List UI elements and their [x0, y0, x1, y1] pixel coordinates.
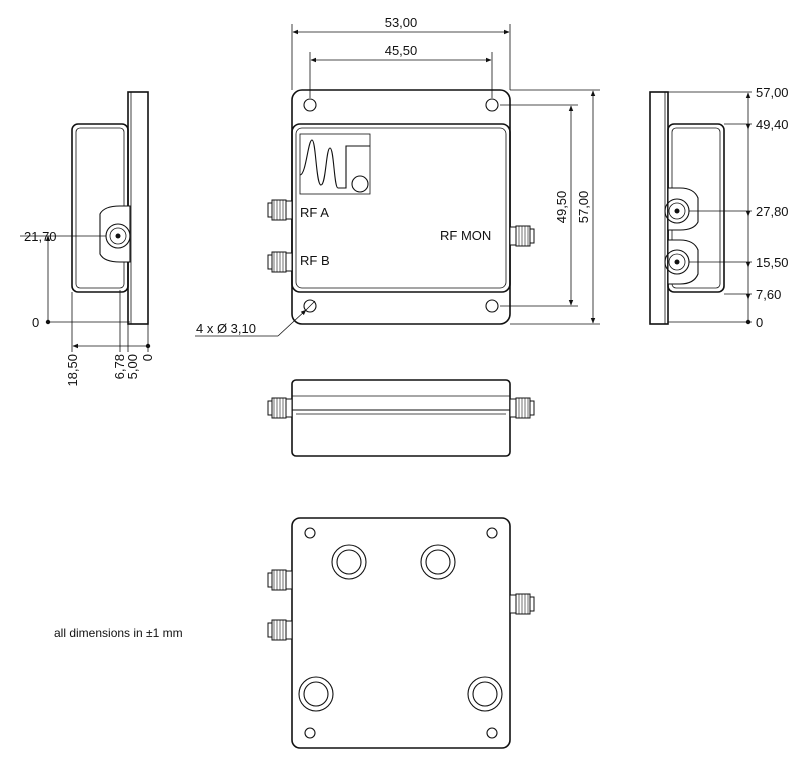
side-left-connector	[267, 397, 293, 419]
mount-hole	[303, 98, 317, 112]
side-view-bottom	[267, 379, 535, 457]
side-right-connector	[509, 397, 535, 419]
back-plate	[291, 517, 511, 749]
dim-right-4: 7,60	[756, 287, 781, 302]
mount-hole	[303, 299, 317, 313]
tolerance-note: all dimensions in ±1 mm	[54, 626, 183, 640]
right-side-view: 57,00 49,40 27,80 15,50 7,60 0	[649, 85, 789, 330]
dim-width-holes: 45,50	[385, 43, 418, 58]
back-boss	[331, 544, 367, 580]
dim-connector-height: 21,70	[24, 229, 57, 244]
mount-hole	[485, 299, 499, 313]
dim-width-outer: 53,00	[385, 15, 418, 30]
left-side-view: 21,70 0 18,50 6,78 5,00 0	[20, 91, 155, 387]
rf-a-connector	[267, 199, 293, 221]
back-connector-b	[267, 619, 293, 641]
brand-logo	[299, 133, 371, 195]
back-boss	[420, 544, 456, 580]
back-connector-mon	[509, 593, 535, 615]
dim-right-5: 0	[756, 315, 763, 330]
dim-right-0: 57,00	[756, 85, 789, 100]
dim-zero-left: 0	[32, 315, 39, 330]
dim-bottom-3: 0	[140, 354, 155, 361]
dim-bottom-1: 6,78	[112, 354, 127, 379]
holes-callout: 4 x Ø 3,10	[196, 321, 256, 336]
rf-mon-connector	[509, 225, 535, 247]
back-connector-a	[267, 569, 293, 591]
back-view	[267, 517, 535, 749]
dim-bottom-0: 18,50	[65, 354, 80, 387]
mount-hole	[485, 98, 499, 112]
front-view: RF A RF B RF MON 53,00 45,50 49,50 57,00…	[195, 15, 600, 337]
back-mount-hole	[304, 727, 316, 739]
dim-height-outer: 57,00	[576, 191, 591, 224]
back-mount-hole	[486, 727, 498, 739]
dim-right-1: 49,40	[756, 117, 789, 132]
dim-right-2: 27,80	[756, 204, 789, 219]
port-label-rf-b: RF B	[300, 253, 330, 268]
back-mount-hole	[486, 527, 498, 539]
dim-right-3: 15,50	[756, 255, 789, 270]
dim-height-inner: 49,50	[554, 191, 569, 224]
port-label-rf-mon: RF MON	[440, 228, 491, 243]
port-label-rf-a: RF A	[300, 205, 329, 220]
back-boss	[467, 676, 503, 712]
back-mount-hole	[304, 527, 316, 539]
back-boss	[298, 676, 334, 712]
side-body	[291, 379, 511, 457]
dim-bottom-2: 5,00	[125, 354, 140, 379]
rf-b-connector	[267, 251, 293, 273]
